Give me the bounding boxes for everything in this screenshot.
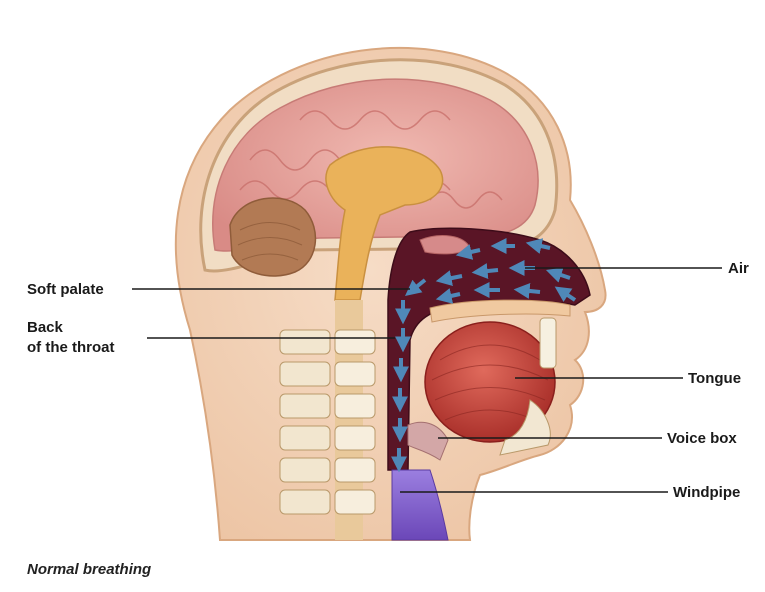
label-soft-palate: Soft palate xyxy=(27,280,104,299)
label-windpipe: Windpipe xyxy=(673,483,740,502)
figure-caption: Normal breathing xyxy=(27,561,151,578)
label-tongue: Tongue xyxy=(688,369,741,388)
label-voice-box: Voice box xyxy=(667,429,737,448)
cerebellum xyxy=(230,198,315,276)
teeth xyxy=(540,318,556,368)
label-air: Air xyxy=(728,259,749,278)
label-back-throat-line1: Back xyxy=(27,318,63,337)
label-back-throat-line2: of the throat xyxy=(27,338,115,357)
